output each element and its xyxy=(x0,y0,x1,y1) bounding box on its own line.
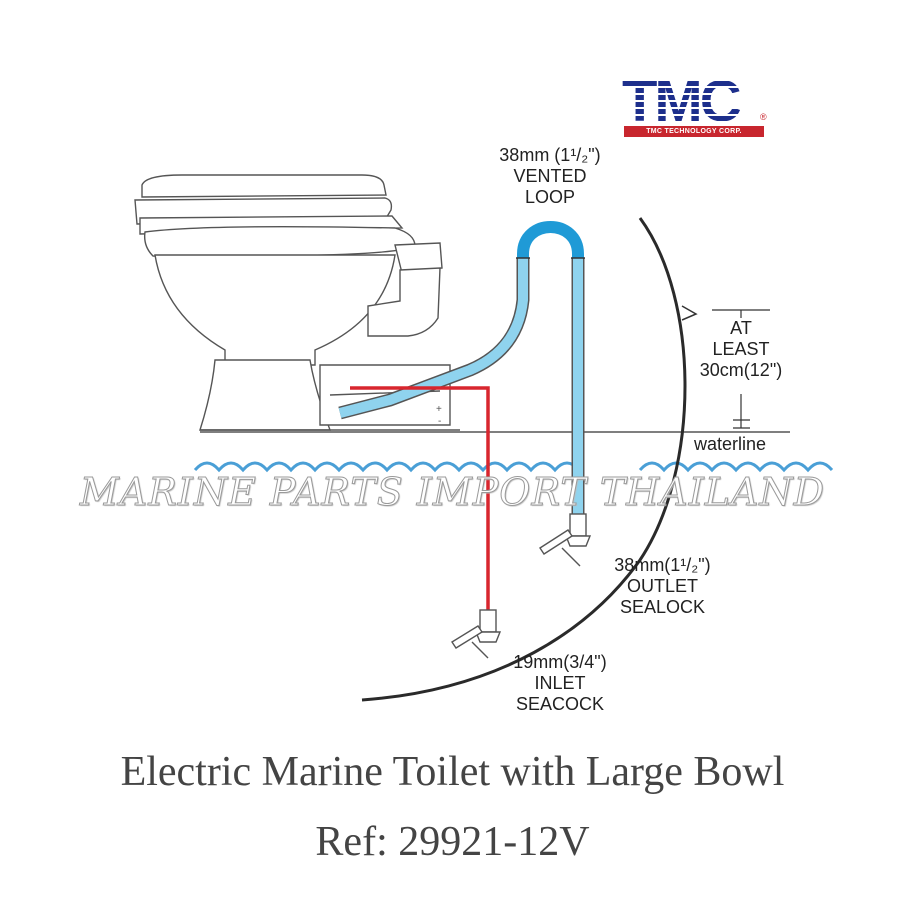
inlet-line2: INLET xyxy=(534,673,586,693)
outlet-line3: SEALOCK xyxy=(619,597,706,617)
waterline-label: waterline xyxy=(693,434,767,454)
hull-arrow xyxy=(681,305,698,321)
caption-ref: Ref: 29921-12V xyxy=(315,819,590,865)
at-least-label: AT LEAST 30cm(12") xyxy=(685,318,797,381)
vented-loop-line2: VENTED xyxy=(513,166,587,186)
at-least-line2: LEAST xyxy=(712,339,770,359)
tmc-logo: TMC xyxy=(622,73,770,131)
tmc-logo-subtext: TMC TECHNOLOGY CORP. xyxy=(624,126,764,137)
svg-text:-: - xyxy=(438,416,441,427)
outlet-hose xyxy=(338,258,585,515)
inlet-size: 19mm(3/4") xyxy=(513,652,607,672)
vented-loop-label: 38mm (1¹/₂") VENTED LOOP xyxy=(475,145,625,208)
vented-loop-line3: LOOP xyxy=(524,187,576,207)
svg-text:+: + xyxy=(436,404,442,415)
vented-loop-size: 38mm (1¹/₂") xyxy=(499,145,601,165)
at-least-line3: 30cm(12") xyxy=(699,360,783,380)
height-dimension xyxy=(712,309,770,429)
vented-loop xyxy=(517,221,584,258)
outlet-size: 38mm(1¹/₂") xyxy=(614,555,711,575)
outlet-label: 38mm(1¹/₂") OUTLET SEALOCK xyxy=(590,555,735,618)
outlet-seacock-valve xyxy=(539,513,592,567)
inlet-hose xyxy=(350,386,490,612)
water-waves xyxy=(193,461,834,473)
caption-title: Electric Marine Toilet with Large Bowl xyxy=(120,749,785,795)
inlet-line3: SEACOCK xyxy=(515,694,605,714)
at-least-line1: AT xyxy=(730,318,752,338)
outlet-line2: OUTLET xyxy=(626,576,698,596)
watermark: MARINE PARTS IMPORT THAILAND xyxy=(79,470,826,515)
inlet-seacock-valve xyxy=(451,609,502,659)
inlet-label: 19mm(3/4") INLET SEACOCK xyxy=(490,652,630,715)
hull-curve xyxy=(361,217,687,702)
registered-mark: ® xyxy=(760,112,767,122)
